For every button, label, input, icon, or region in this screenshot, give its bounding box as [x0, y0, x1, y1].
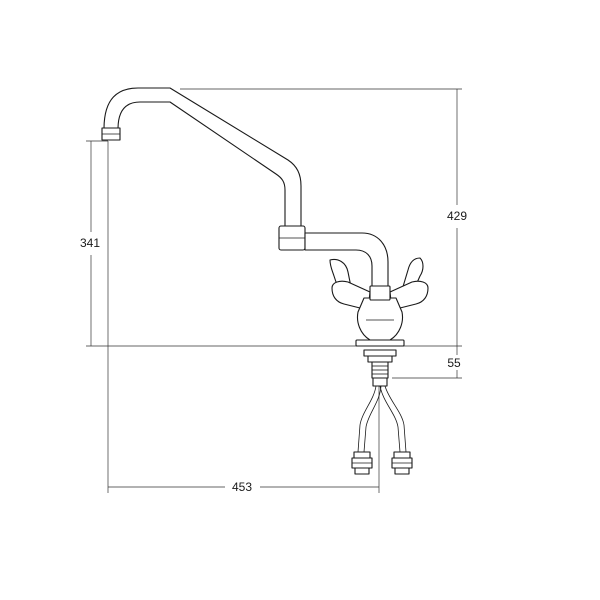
flexible-hoses: [357, 385, 407, 453]
left-connector: [351, 451, 373, 475]
spout: [101, 87, 302, 227]
dim-spout-reach: 453: [232, 480, 252, 494]
central-body: [356, 297, 404, 341]
swivel-collar: [278, 225, 306, 251]
hose-connectors: [351, 451, 413, 475]
dim-shank-length: 55: [447, 356, 461, 370]
tap-body: [331, 280, 429, 341]
dimension-labels: 429 341 55 453: [80, 209, 467, 494]
right-connector: [391, 451, 413, 475]
base-flange: [355, 339, 405, 363]
dimension-lines: [86, 88, 462, 493]
dim-total-height: 429: [447, 209, 467, 223]
shank: [371, 361, 389, 387]
dim-spout-height: 341: [80, 236, 100, 250]
